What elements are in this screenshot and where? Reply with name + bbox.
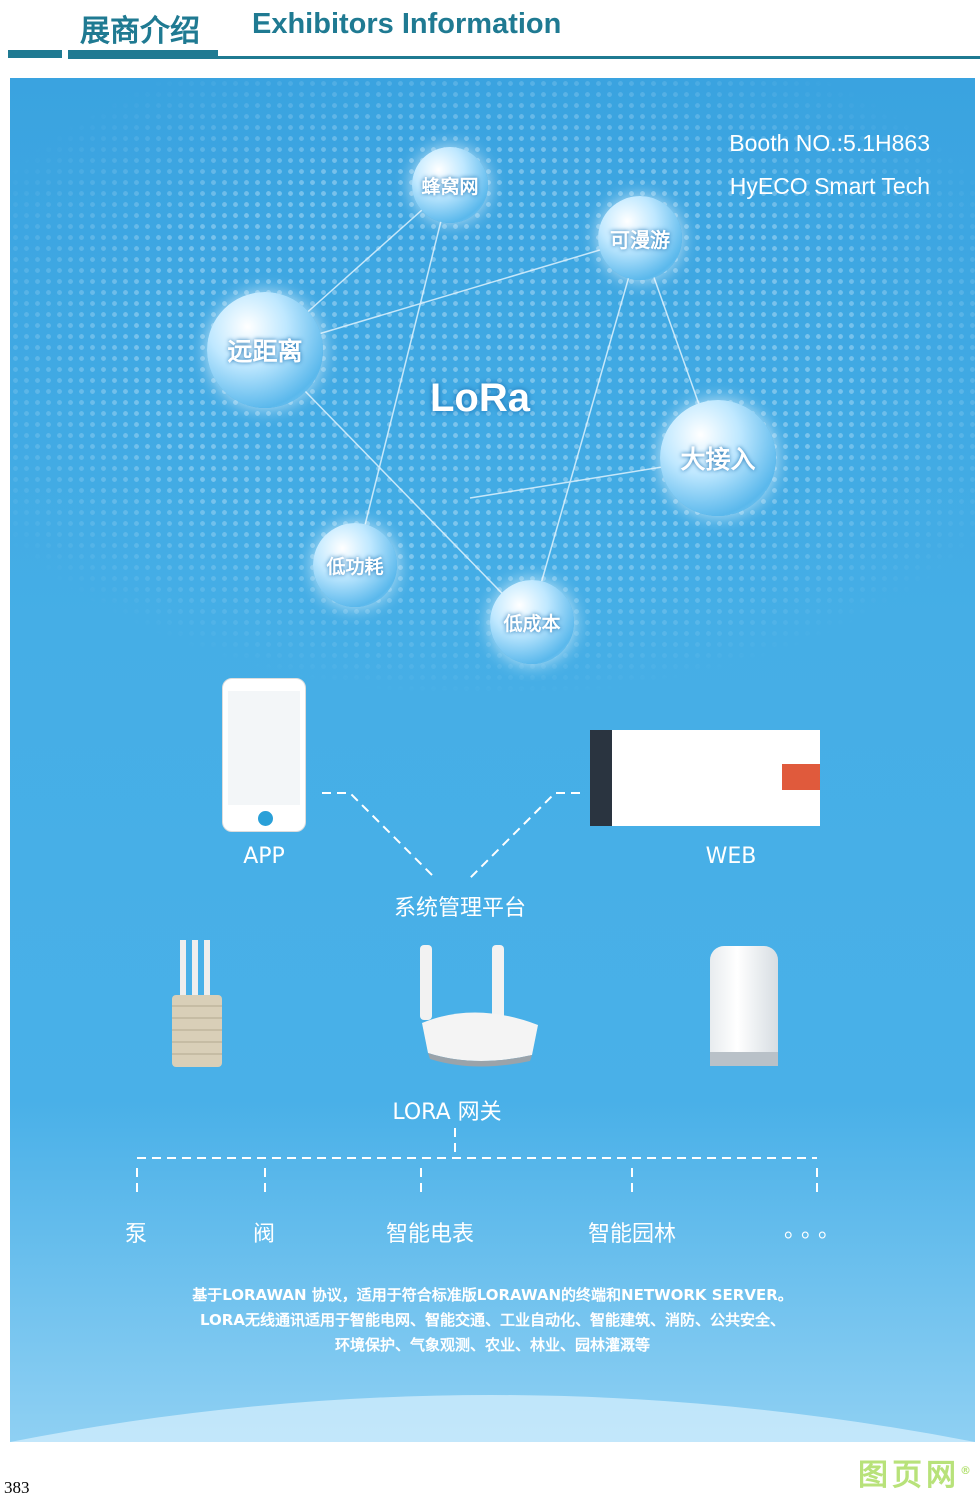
endpoint-label: 智能园林 (587, 1222, 677, 1247)
endpoint-label: 智能电表 (385, 1222, 475, 1247)
endpoint-label: 泵 (124, 1222, 148, 1247)
description-line: 环境保护、气象观测、农业、林业、园林灌溉等 (334, 1336, 650, 1354)
company-name: HyECO Smart Tech (729, 173, 930, 199)
header-rule (8, 50, 62, 58)
section-title-cn: 展商介绍 (80, 14, 200, 49)
description-line: 基于LORAWAN 协议，适用于符合标准版LORAWAN的终端和NETWORK … (192, 1286, 793, 1304)
section-title-en: Exhibitors Information (252, 8, 562, 40)
outdoor-gateway-image (172, 940, 222, 1067)
description: 基于LORAWAN 协议，适用于符合标准版LORAWAN的终端和NETWORK … (10, 1283, 975, 1358)
mobile-app-image (222, 678, 306, 832)
gateway-label: LORA 网关 (392, 1100, 502, 1125)
connector-lines (10, 184, 975, 1442)
app-label: APP (243, 844, 285, 869)
web-label: WEB (705, 844, 757, 869)
lora-logo: LoRa (430, 376, 530, 420)
world-map-dots (10, 78, 975, 698)
feature-bubble: 大接入 (660, 400, 776, 516)
feature-bubble: 蜂窝网 (412, 147, 488, 223)
web-dashboard-image (590, 730, 820, 826)
feature-bubble: 低功耗 (313, 523, 397, 607)
indoor-gateway-image (710, 946, 778, 1066)
watermark-text: 图页网 (858, 1458, 960, 1493)
header-rule (68, 56, 980, 59)
endpoint-label: 。。。 (783, 1218, 847, 1243)
header-rule (68, 50, 218, 58)
watermark-logo: 图页网® (858, 1458, 975, 1493)
feature-bubble: 可漫游 (598, 196, 682, 280)
page-number: 383 (4, 1478, 30, 1497)
lora-gateway-router-image (420, 945, 538, 1067)
booth-number: Booth NO.:5.1H863 (729, 130, 930, 156)
feature-bubble: 远距离 (207, 292, 323, 408)
feature-bubble: 低成本 (490, 580, 574, 664)
platform-label: 系统管理平台 (393, 896, 527, 921)
exhibitor-poster: Booth NO.:5.1H863 HyECO Smart Tech LoRa … (10, 78, 975, 1442)
description-line: LORA无线通讯适用于智能电网、智能交通、工业自动化、智能建筑、消防、公共安全、 (200, 1311, 785, 1329)
endpoint-label: 阀 (252, 1222, 276, 1247)
